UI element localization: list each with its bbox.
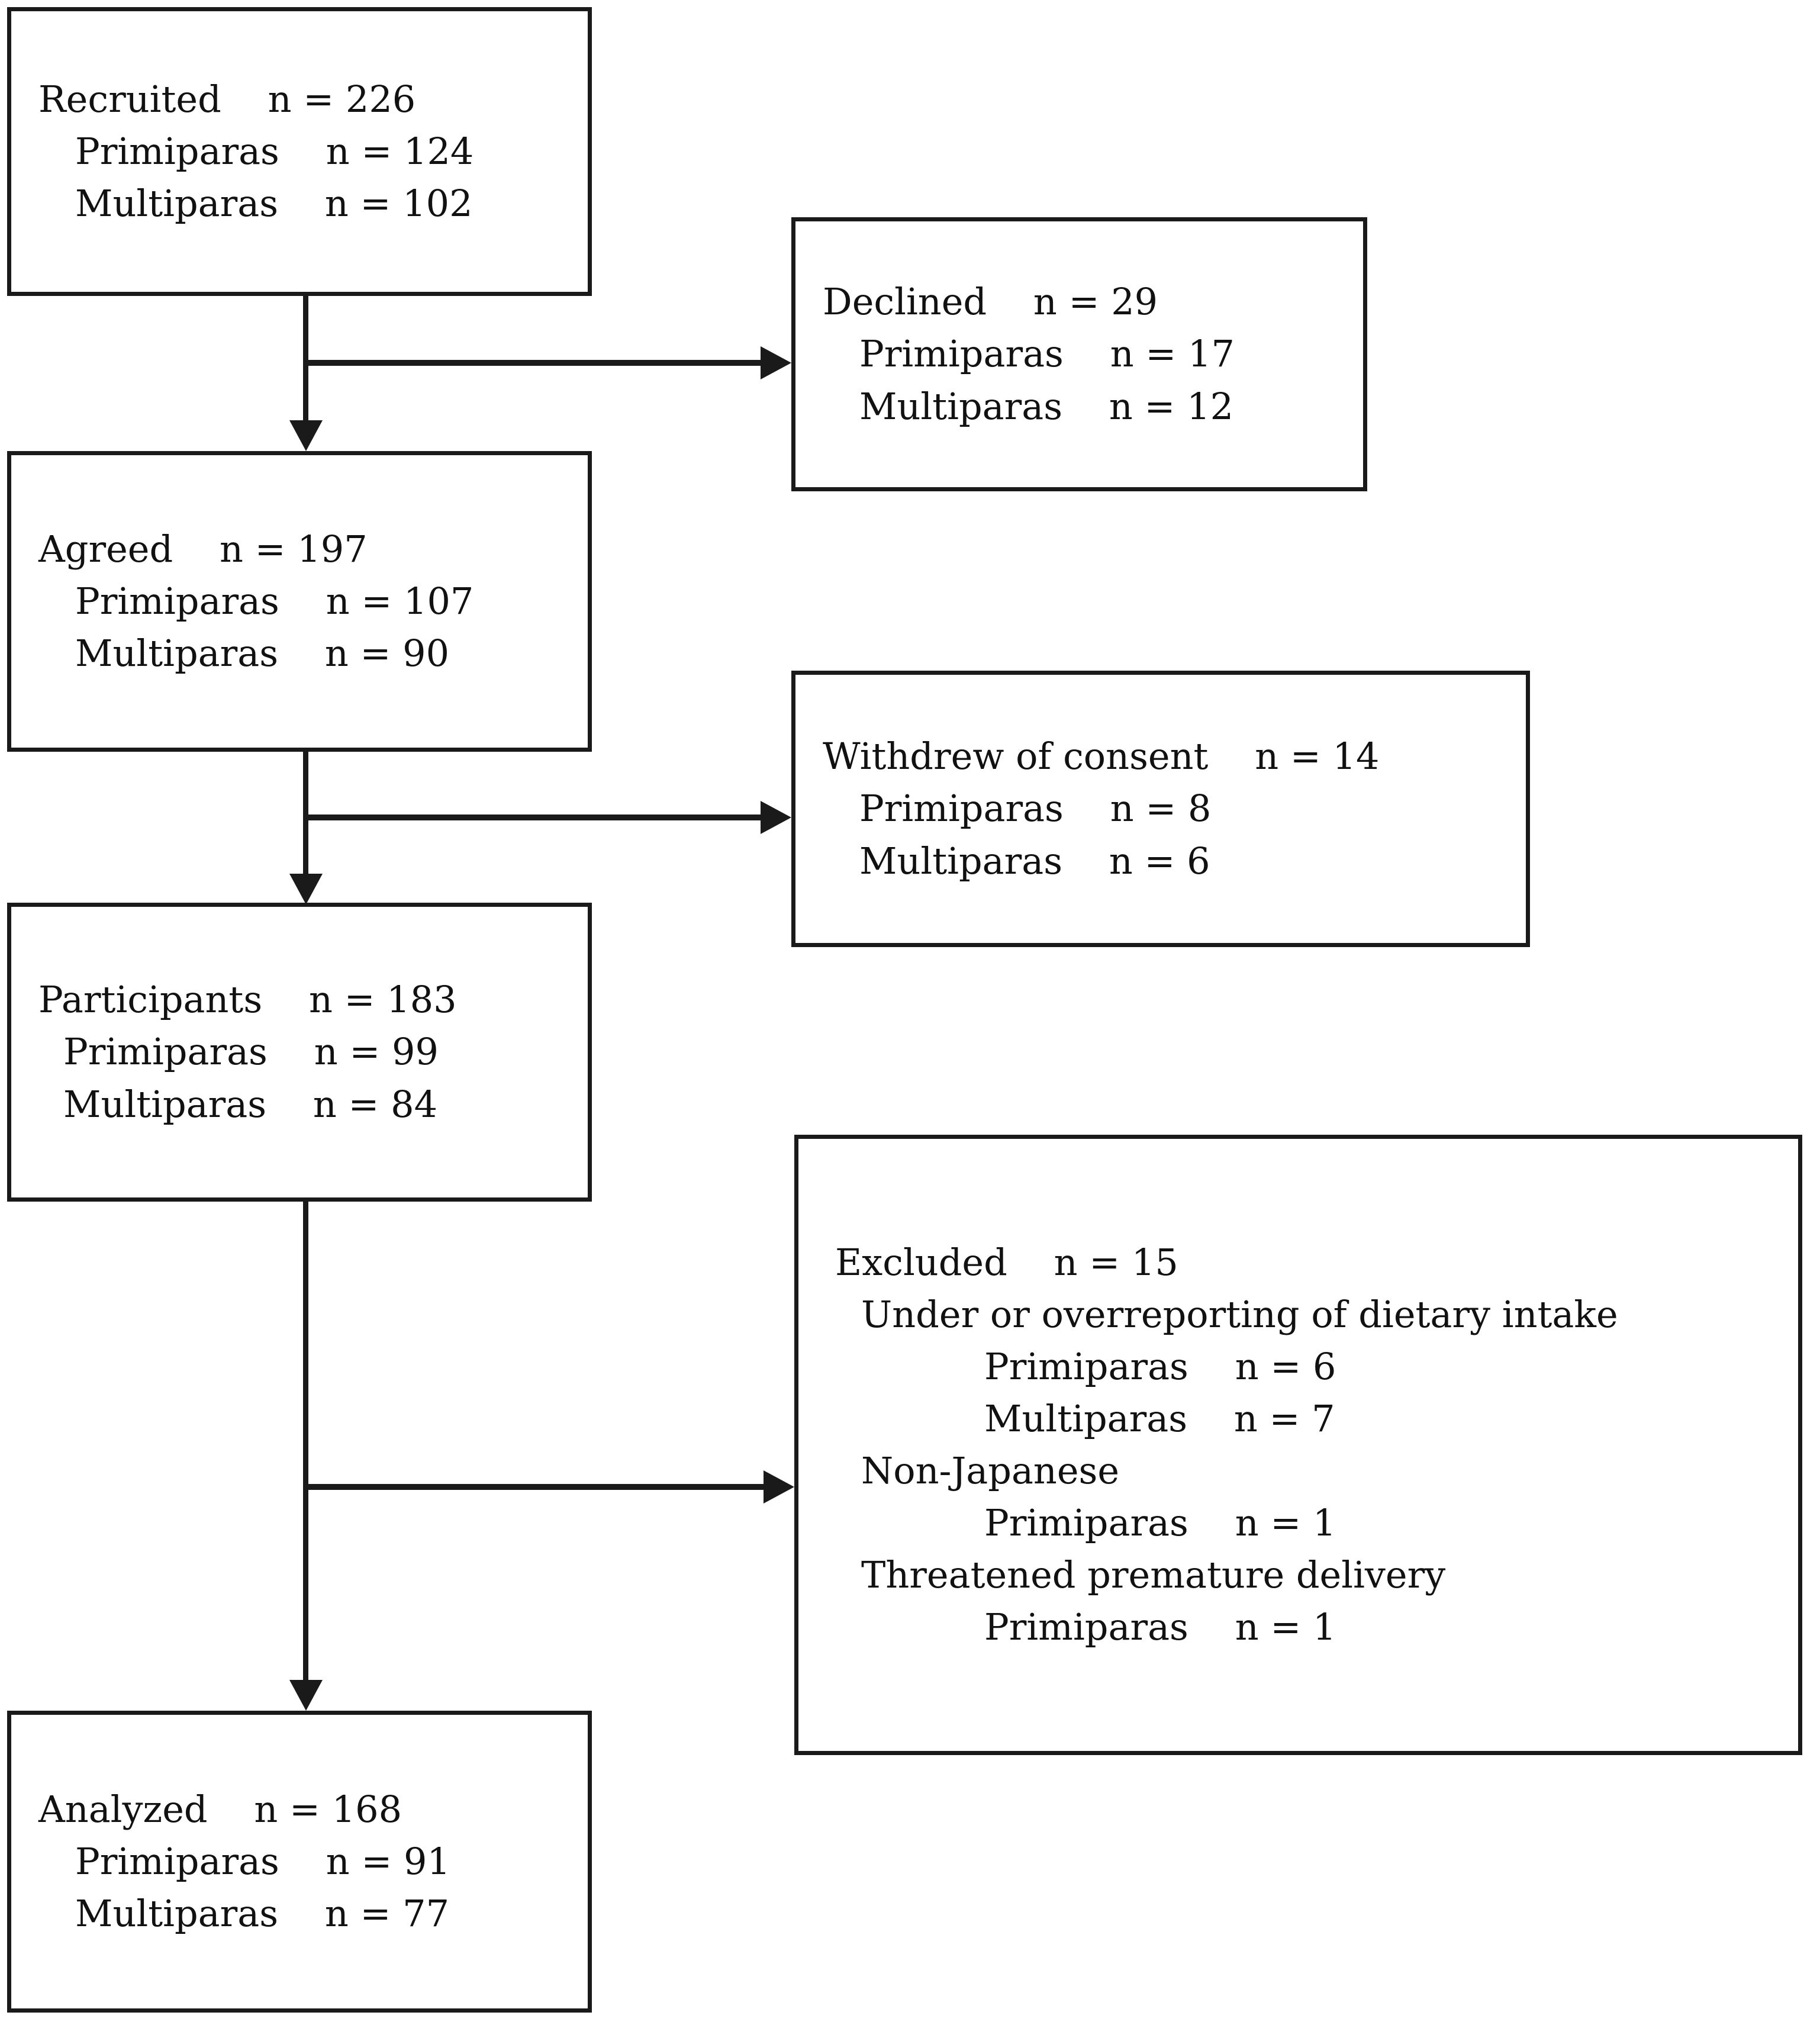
node-agreed-body: Agreed n = 197 Primiparas n = 107 Multip… [11, 523, 588, 680]
node-excluded-line-6: Threatened premature delivery [861, 1553, 1446, 1597]
connector-recruited-to-declined-arrowhead [761, 346, 791, 379]
node-declined-line-0: Declined n = 29 [823, 280, 1158, 324]
node-recruited-body: Recruited n = 226 Primiparas n = 124 Mul… [11, 73, 588, 230]
node-agreed-line-2: Multiparas n = 90 [75, 632, 450, 675]
node-recruited: Recruited n = 226 Primiparas n = 124 Mul… [7, 7, 592, 296]
connector-participants-to-excluded-arrowhead [764, 1470, 794, 1504]
node-analyzed-line-2: Multiparas n = 77 [75, 1892, 450, 1936]
node-recruited-line-2: Multiparas n = 102 [75, 182, 473, 226]
node-agreed-line-1: Primiparas n = 107 [75, 579, 474, 623]
node-excluded-body: Excluded n = 15 Under or overreporting o… [798, 1237, 1798, 1653]
node-participants: Participants n = 183 Primiparas n = 99 M… [7, 903, 592, 1202]
node-agreed-line-0: Agreed n = 197 [38, 527, 368, 571]
node-excluded-line-0: Excluded n = 15 [835, 1240, 1178, 1284]
node-withdrew-of-consent-body: Withdrew of consent n = 14 Primiparas n … [795, 730, 1526, 887]
node-analyzed: Analyzed n = 168 Primiparas n = 91 Multi… [7, 1711, 592, 2013]
connector-agreed-to-withdrew-arrowhead [761, 801, 791, 834]
connector-agreed-to-participants-arrowhead [289, 874, 323, 904]
connector-recruited-to-agreed-stem [303, 296, 308, 423]
node-declined-body: Declined n = 29 Primiparas n = 17 Multip… [795, 276, 1363, 432]
node-participants-line-2: Multiparas n = 84 [63, 1082, 438, 1126]
node-participants-line-0: Participants n = 183 [38, 978, 457, 1022]
connector-recruited-to-declined-stem [305, 360, 762, 366]
connector-participants-to-analyzed-arrowhead [289, 1680, 323, 1711]
node-excluded-line-2: Primiparas n = 6 [984, 1344, 1336, 1388]
node-declined-line-1: Primiparas n = 17 [859, 332, 1235, 376]
node-declined: Declined n = 29 Primiparas n = 17 Multip… [791, 217, 1367, 491]
node-excluded-line-1: Under or overreporting of dietary intake [861, 1292, 1618, 1336]
node-excluded-line-7: Primiparas n = 1 [984, 1605, 1336, 1649]
node-excluded-line-5: Primiparas n = 1 [984, 1501, 1336, 1545]
node-analyzed-line-0: Analyzed n = 168 [38, 1787, 402, 1831]
node-recruited-line-0: Recruited n = 226 [38, 77, 416, 121]
node-analyzed-body: Analyzed n = 168 Primiparas n = 91 Multi… [11, 1783, 588, 1940]
node-participants-line-1: Primiparas n = 99 [63, 1030, 439, 1074]
node-participants-body: Participants n = 183 Primiparas n = 99 M… [11, 974, 588, 1130]
node-withdrew-line-1: Primiparas n = 8 [859, 787, 1212, 830]
node-recruited-line-1: Primiparas n = 124 [75, 129, 474, 173]
node-withdrew-line-2: Multiparas n = 6 [859, 839, 1210, 883]
connector-agreed-to-withdrew-stem [305, 814, 762, 820]
connector-recruited-to-agreed-arrowhead [289, 420, 323, 451]
node-excluded-line-4: Non-Japanese [861, 1449, 1120, 1492]
connector-participants-to-excluded-stem [305, 1484, 765, 1490]
node-declined-line-2: Multiparas n = 12 [859, 384, 1234, 428]
node-excluded-line-3: Multiparas n = 7 [984, 1396, 1335, 1440]
connector-participants-to-analyzed-stem [303, 1202, 308, 1686]
node-excluded: Excluded n = 15 Under or overreporting o… [794, 1135, 1802, 1755]
node-agreed: Agreed n = 197 Primiparas n = 107 Multip… [7, 451, 592, 752]
node-withdrew-of-consent: Withdrew of consent n = 14 Primiparas n … [791, 671, 1530, 947]
node-withdrew-line-0: Withdrew of consent n = 14 [823, 735, 1380, 778]
node-analyzed-line-1: Primiparas n = 91 [75, 1839, 450, 1883]
